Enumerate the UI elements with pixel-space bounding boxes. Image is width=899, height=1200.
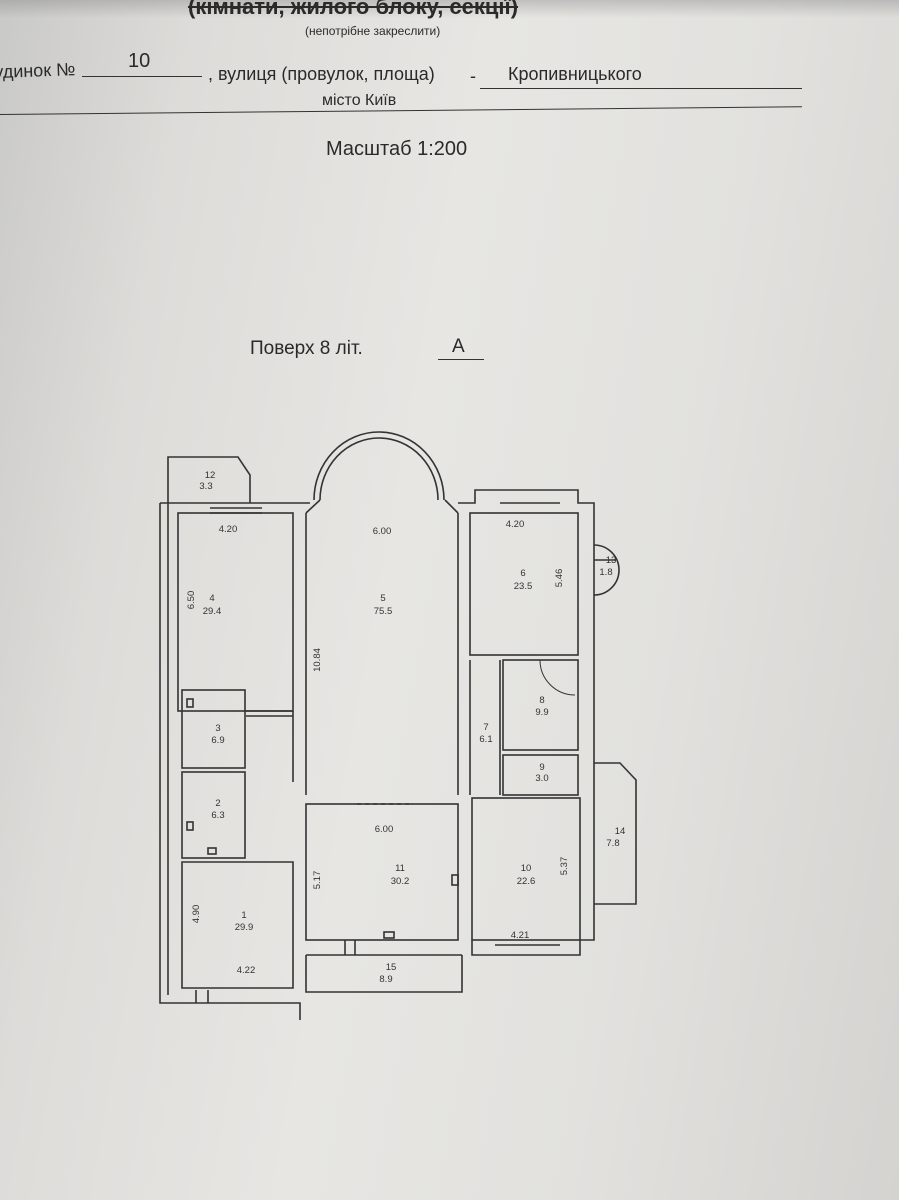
room-15-number: 15: [386, 962, 397, 973]
dim-room5-width: 6.00: [373, 526, 392, 537]
room-9-number: 9: [539, 762, 544, 773]
room-6-number: 6: [520, 568, 525, 579]
strike-note: (непотрібне закреслити): [305, 24, 441, 38]
room-12-area: 3.3: [199, 481, 212, 492]
room-5-number: 5: [380, 593, 385, 604]
room-12-number: 12: [205, 470, 216, 481]
street-dash: -: [470, 66, 476, 86]
dim-room1-height: 4.90: [191, 905, 202, 924]
room-2-number: 2: [215, 798, 220, 809]
room-11-area: 30.2: [391, 876, 410, 887]
dim-room6-width: 4.20: [506, 519, 525, 530]
room-10-number: 10: [521, 863, 532, 874]
room-13-number: 13: [606, 555, 617, 566]
room-4-number: 4: [209, 593, 214, 604]
room-14-area: 7.8: [606, 838, 619, 849]
plan-walls: [159, 431, 637, 1020]
dim-room11-width: 6.00: [375, 824, 394, 835]
room-8-number: 8: [539, 695, 544, 706]
room-1-number: 1: [241, 910, 246, 921]
room-4-area: 29.4: [203, 606, 222, 617]
room-7-number: 7: [483, 722, 488, 733]
room-15-area: 8.9: [379, 974, 392, 985]
page-top-shadow: [0, 0, 899, 18]
building-number: 10: [128, 50, 151, 72]
litera-underline: [438, 359, 484, 360]
room-13-area: 1.8: [599, 567, 612, 578]
room-11-number: 11: [395, 863, 405, 874]
room-2-area: 6.3: [211, 810, 224, 821]
room-3-area: 6.9: [211, 735, 224, 746]
room-7-area: 6.1: [479, 734, 492, 745]
room-3-number: 3: [215, 723, 220, 734]
dim-room4-height: 6.50: [186, 591, 197, 610]
street-name: Кропивницького: [508, 64, 642, 84]
dim-room6-height: 5.46: [554, 569, 565, 588]
room-1-area: 29.9: [235, 922, 254, 933]
dim-room5-height: 10.84: [312, 648, 323, 672]
dim-room10-height: 5.37: [559, 857, 570, 876]
room-14-number: 14: [615, 826, 626, 837]
room-labels: 4 29.4 5 75.5 6 23.5 3 6.9 2 6.3 1 29.9 …: [199, 470, 625, 985]
street-underline: [480, 88, 802, 89]
room-6-area: 23.5: [514, 581, 533, 592]
room-5-area: 75.5: [374, 606, 393, 617]
room-10-area: 22.6: [517, 876, 536, 887]
dim-room1-width: 4.22: [237, 965, 256, 976]
litera-value: А: [452, 336, 465, 357]
room-9-area: 3.0: [535, 773, 548, 784]
building-underline: [82, 76, 202, 77]
city-name: місто Київ: [322, 92, 397, 109]
floor-label: Поверх 8 літ.: [250, 338, 363, 359]
dim-room10-width: 4.21: [511, 930, 530, 941]
dimension-labels: 4.20 6.50 6.00 10.84 4.20 5.46 6.00 5.17…: [186, 519, 570, 976]
street-label: , вулиця (провулок, площа): [208, 64, 435, 84]
scale-label: Масштаб 1:200: [326, 138, 468, 160]
dim-room11-height: 5.17: [312, 871, 323, 890]
document-heading: (кімнати, жилого блоку, секції): [188, 0, 519, 19]
room-8-area: 9.9: [535, 707, 548, 718]
dim-room4-width: 4.20: [219, 524, 238, 535]
